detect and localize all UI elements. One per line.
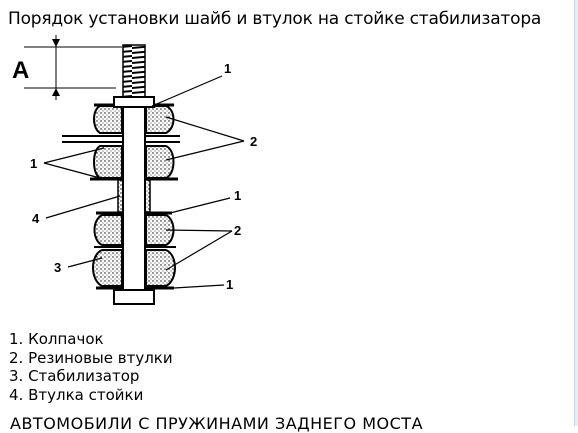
legend-list: 1. Колпачок 2. Резиновые втулки 3. Стаби…	[9, 330, 173, 404]
lower-bushing-left-bottom	[92, 249, 123, 287]
nut-top	[113, 96, 155, 108]
legend-item: 3. Стабилизатор	[9, 367, 140, 385]
section-heading: АВТОМОБИЛИ С ПРУЖИНАМИ ЗАДНЕГО МОСТА	[10, 414, 424, 433]
leader-lines	[43, 75, 245, 289]
scrollbar-edge[interactable]	[574, 0, 578, 426]
callout-lower-bushings: 2	[234, 223, 241, 238]
callout-mid-washers: 1	[30, 156, 37, 171]
upper-bushing-left-top	[93, 105, 123, 134]
stud-thread	[122, 44, 146, 98]
callout-bottom-washer: 1	[226, 277, 233, 292]
dimension-a: A	[12, 35, 122, 100]
lower-bushing-left-top	[93, 214, 123, 246]
stud-shaft	[122, 106, 146, 291]
legend-item: 1. Колпачок	[9, 330, 104, 348]
dimension-arrow-bottom	[52, 88, 60, 96]
dimension-label: A	[12, 57, 29, 84]
legend-item: 2. Резиновые втулки	[9, 348, 173, 367]
lower-bushing-right-bottom	[145, 249, 176, 287]
callout-top-washer: 1	[224, 61, 231, 76]
page-title: Порядок установки шайб и втулок на стойк…	[8, 9, 542, 29]
dimension-arrow-top	[52, 39, 60, 47]
legend-item: 4. Втулка стойки	[9, 385, 144, 404]
upper-bushing-left-bottom	[93, 145, 123, 179]
upper-bushing-right-top	[145, 105, 175, 134]
upper-bushing-right-bottom	[145, 145, 175, 179]
nut-bottom	[113, 289, 155, 305]
callout-top-bushings: 2	[250, 134, 257, 149]
callout-lower-washer: 1	[234, 188, 241, 203]
stabilizer-plate	[62, 135, 180, 143]
callout-strut-sleeve: 4	[32, 211, 40, 226]
callout-stabilizer: 3	[54, 260, 61, 275]
lower-bushing-right-top	[145, 214, 175, 246]
